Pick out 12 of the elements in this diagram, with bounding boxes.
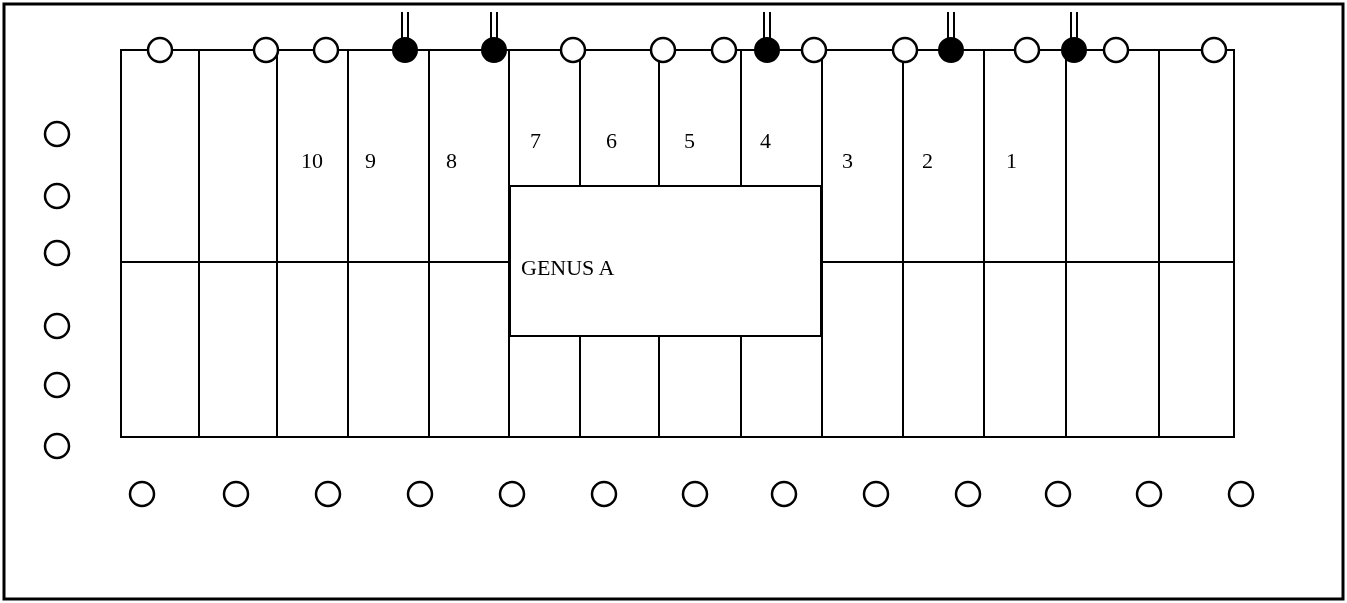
plot-number: 7 bbox=[530, 128, 541, 154]
plot-number: 3 bbox=[842, 148, 853, 174]
plot-number: 4 bbox=[760, 128, 771, 154]
plot-number: 10 bbox=[301, 148, 323, 174]
plot-number: 2 bbox=[922, 148, 933, 174]
plot-label: GENUS A bbox=[521, 255, 615, 281]
plot-number: 1 bbox=[1006, 148, 1017, 174]
plot-number: 8 bbox=[446, 148, 457, 174]
plot-box bbox=[509, 185, 822, 337]
plot-number: 5 bbox=[684, 128, 695, 154]
plot-number: 6 bbox=[606, 128, 617, 154]
plot-number: 9 bbox=[365, 148, 376, 174]
